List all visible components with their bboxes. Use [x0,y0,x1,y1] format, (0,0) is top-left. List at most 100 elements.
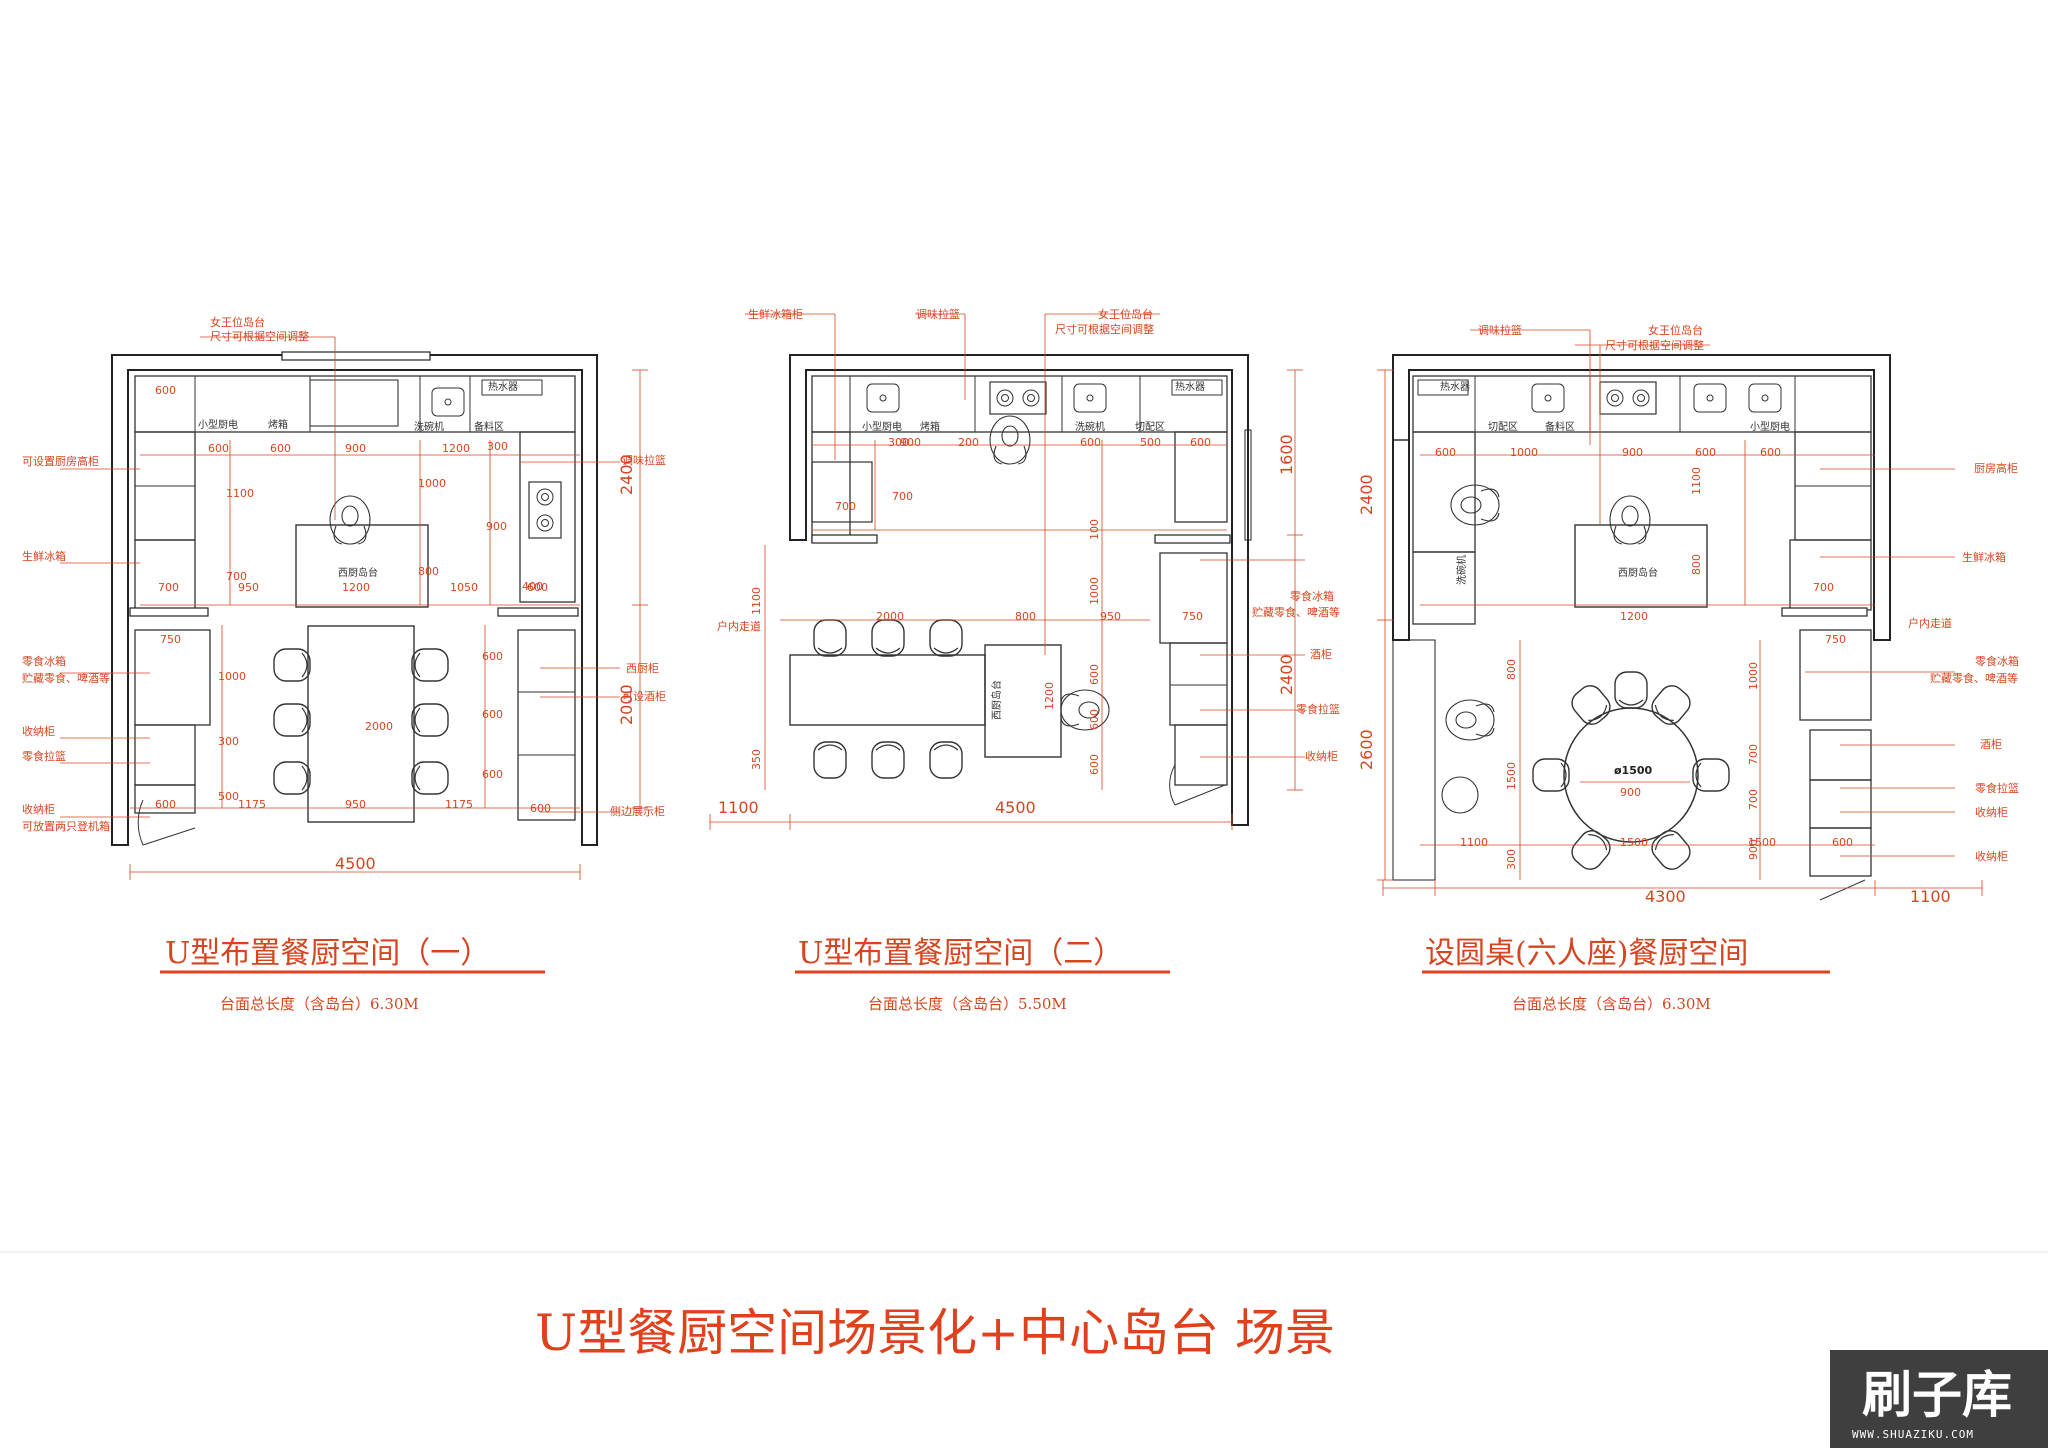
plan1-dim-28: 600 [530,802,551,815]
plan1-label-0: 小型厨电 [198,418,238,431]
plan3-total-h1: 2400 [1357,474,1376,515]
plan1-dim-18: 300 [218,735,239,748]
plan3-callout-8: 酒柜 [1980,738,2002,751]
plan1-dim-8: 700 [158,581,179,594]
plan1-dim-27: 600 [482,768,503,781]
plan1-callout-0: 女王位岛台 [210,315,265,329]
plan1-total-h1: 2400 [617,454,636,495]
plan3-dim-11: 1500 [1505,762,1518,790]
plan2-dim-10: 800 [1015,610,1036,623]
plan1-dim-17: 1000 [218,670,246,683]
plan3-dim-19: 1500 [1748,836,1776,849]
plan3-dim-14: 1500 [1620,836,1648,849]
plan2-dim-2: 200 [958,436,979,449]
plan1-dim-23: 1175 [445,798,473,811]
plan3-dim-1: 1000 [1510,446,1538,459]
plan3-table-label: ø1500 [1614,764,1653,777]
plan3-label-2: 备料区 [1545,420,1575,433]
plan2-dim-11: 950 [1100,610,1121,623]
plan3-label-1: 切配区 [1488,421,1518,433]
plan1-title: U型布置餐厨空间（一） [165,936,490,971]
plan1-dim-9: 950 [238,581,259,594]
plan3-total-width: 4300 [1645,887,1686,906]
plan3-label-0: 热水器 [1440,380,1470,393]
plan2-label-1: 烤箱 [920,420,940,433]
plan2-dim-3: 600 [1080,436,1101,449]
plan2-dim-17: 600 [1088,709,1101,730]
plan3-dim-9: 750 [1825,633,1846,646]
plan2-total-left: 1100 [718,798,759,817]
plan1-dim-4: 1200 [442,442,470,455]
plan1-label-3: 备料区 [474,420,504,433]
plan3-label-5: 西厨岛台 [1618,566,1658,579]
plan2-dim-0: 300 [888,436,909,449]
plan3-subtitle: 台面总长度（含岛台）6.30M [1512,995,1711,1013]
plan3-callout-2: 尺寸可根据空间调整 [1605,338,1704,352]
plan2-label-4: 热水器 [1175,380,1205,393]
plan2-callout-1: 调味拉篮 [916,307,960,321]
plan3-dim-18: 700 [1747,789,1760,810]
plan1-dim-16: 750 [160,633,181,646]
plan3-dim-20: 600 [1832,836,1853,849]
plan3-dim-13: 1100 [1460,836,1488,849]
watermark-box [1830,1350,2048,1448]
plan2-dim-8: 1100 [750,587,763,615]
plan2-total-h1: 1600 [1277,434,1296,475]
plan1-dim-22: 950 [345,798,366,811]
plan1-callout-11: 西厨柜 [626,662,659,675]
plan1-subtitle: 台面总长度（含岛台）6.30M [220,995,419,1013]
plan3-total-right: 1100 [1910,887,1951,906]
plan2-dim-5: 600 [1190,436,1211,449]
plan2-total-h2: 2400 [1277,654,1296,695]
plan1-dim-21: 1175 [238,798,266,811]
plan1-dim-2: 600 [270,442,291,455]
plan2-dim-14: 100 [1088,519,1101,540]
plan1-callout-3: 生鲜冰箱 [22,549,66,563]
plan2-dim-12: 1200 [1043,682,1056,710]
plan1-dim-20: 2000 [365,720,393,733]
plan2-dim-16: 600 [1088,664,1101,685]
plan1-dim-10: 1200 [342,581,370,594]
plan3-label-3: 小型厨电 [1750,420,1790,433]
plan1-callout-8: 收纳柜 [22,802,55,816]
plan2-dim-15: 1000 [1088,577,1101,605]
plan1-dim-1: 600 [208,442,229,455]
plan3-callout-5: 户内走道 [1908,616,1952,630]
plan3-callout-1: 女王位岛台 [1648,323,1703,337]
plan3-label-4: 洗碗机 [1455,555,1468,585]
plan1-dim-14: 900 [486,520,507,533]
plan1-dim-0: 600 [155,384,176,397]
plan1-callout-1: 尺寸可根据空间调整 [210,329,309,343]
plan1-label-1: 烤箱 [268,418,288,431]
watermark-url: WWW.SHUAZIKU.COM [1852,1428,1974,1441]
plan3-dim-16: 1000 [1747,662,1760,690]
plan-3 [1377,329,1983,901]
plan1-callout-7: 零食拉篮 [22,749,66,763]
plan2-callout-5: 零食冰箱 [1290,589,1334,603]
plan1-total-h2: 2000 [617,684,636,725]
plan1-callout-12: 可设酒柜 [622,690,666,703]
plan3-dim-8: 1200 [1620,610,1648,623]
plan1-dim-11: 1050 [450,581,478,594]
plan2-callout-7: 酒柜 [1310,648,1332,661]
plan1-callout-6: 收纳柜 [22,724,55,738]
plan1-dim-19: 500 [218,790,239,803]
plan1-dim-3: 900 [345,442,366,455]
plan3-dim-21: 900 [1747,839,1760,860]
plan2-total-width: 4500 [995,798,1036,817]
plan2-callout-0: 生鲜冰箱柜 [748,307,803,321]
plan3-dim-17: 700 [1747,744,1760,765]
plan2-dim-4: 500 [1140,436,1161,449]
plan2-dim-7: 700 [892,490,913,503]
plan1-label-5: 西厨岛台 [338,566,378,579]
plan1-callout-2: 可设置厨房高柜 [22,454,99,468]
plan1-callout-13: 侧边展示柜 [610,805,665,818]
plan3-dim-3: 600 [1695,446,1716,459]
plan3-callout-0: 调味拉篮 [1478,323,1522,337]
plan3-callout-10: 收纳柜 [1975,805,2008,819]
plan1-callout-9: 可放置两只登机箱 [22,819,110,833]
plan2-callout-8: 零食拉篮 [1296,702,1340,716]
plan3-dim-10: 800 [1505,659,1518,680]
plan2-callout-2: 女王位岛台 [1098,307,1153,321]
